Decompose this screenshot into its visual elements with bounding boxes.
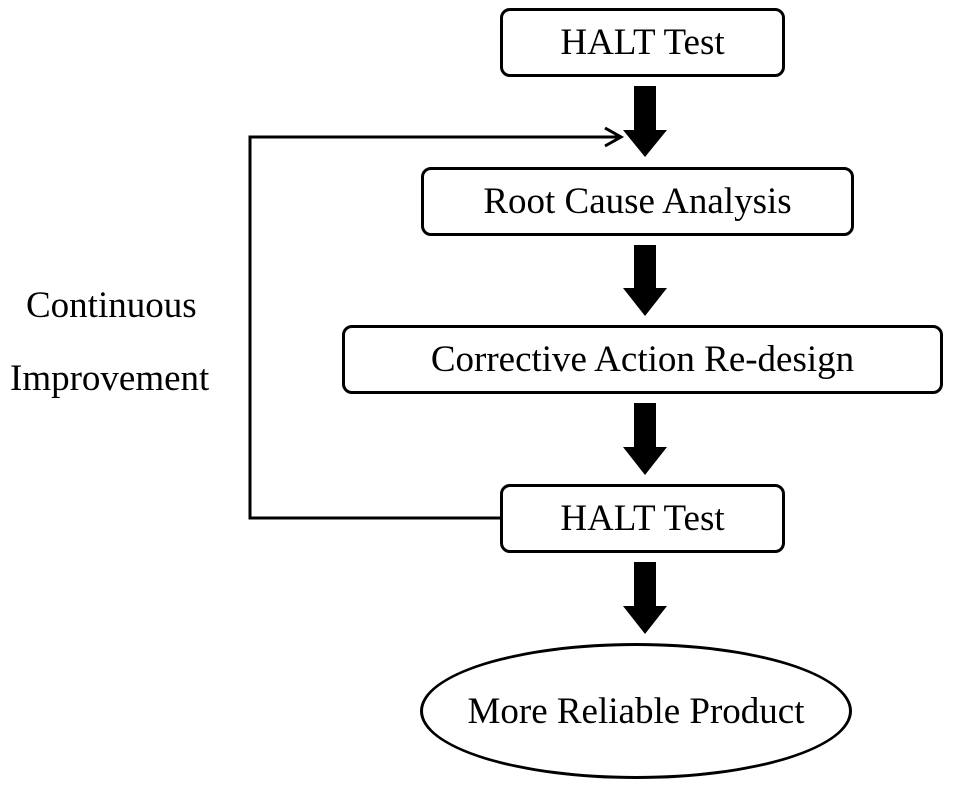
halt-test-bottom-label: HALT Test bbox=[560, 498, 725, 539]
loop-label-line2: Improvement bbox=[10, 358, 210, 399]
corrective-action-label: Corrective Action Re-design bbox=[430, 339, 855, 380]
feedback-loop-arrowhead bbox=[604, 126, 625, 148]
arrow-halt-to-root-cause bbox=[623, 86, 667, 157]
arrow-corrective-to-halt bbox=[623, 403, 667, 475]
halt-test-bottom-box: HALT Test bbox=[500, 484, 785, 553]
halt-test-top-box: HALT Test bbox=[500, 8, 785, 77]
arrow-halt-to-product bbox=[623, 562, 667, 634]
halt-test-top-label: HALT Test bbox=[560, 22, 725, 63]
more-reliable-product-label: More Reliable Product bbox=[467, 690, 805, 732]
feedback-loop-line bbox=[248, 135, 618, 520]
root-cause-analysis-box: Root Cause Analysis bbox=[421, 167, 854, 236]
root-cause-analysis-label: Root Cause Analysis bbox=[483, 181, 792, 222]
more-reliable-product-ellipse: More Reliable Product bbox=[420, 643, 852, 779]
loop-label-line1: Continuous bbox=[26, 285, 197, 326]
arrow-root-cause-to-corrective bbox=[623, 245, 667, 316]
corrective-action-box: Corrective Action Re-design bbox=[342, 325, 943, 394]
